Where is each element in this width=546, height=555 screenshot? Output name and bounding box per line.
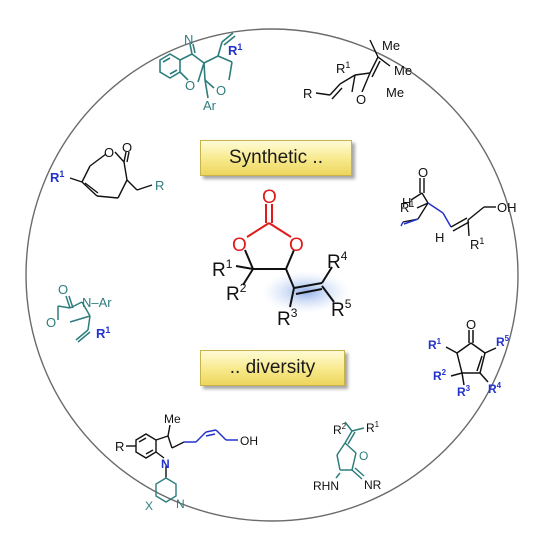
svg-text:R1: R1 bbox=[212, 257, 233, 281]
svg-text:R1: R1 bbox=[428, 337, 442, 352]
svg-text:H: H bbox=[435, 230, 444, 245]
svg-text:N: N bbox=[184, 32, 193, 47]
svg-text:O: O bbox=[185, 78, 195, 93]
svg-text:O: O bbox=[104, 145, 114, 160]
svg-text:O: O bbox=[356, 92, 366, 107]
svg-text:O: O bbox=[359, 449, 368, 463]
central-carbonate: O O O R1 R2 R3 R4 R5 bbox=[212, 187, 352, 330]
svg-text:R4: R4 bbox=[327, 249, 348, 273]
svg-text:H: H bbox=[402, 195, 411, 210]
outer-circle bbox=[25, 28, 519, 522]
svg-text:R2: R2 bbox=[333, 422, 347, 437]
indole bbox=[126, 424, 185, 503]
carbonyl-oxygen: O bbox=[262, 187, 277, 208]
svg-text:R3: R3 bbox=[457, 384, 471, 399]
svg-text:R1: R1 bbox=[470, 236, 484, 252]
svg-text:OH: OH bbox=[497, 200, 517, 215]
svg-text:O: O bbox=[122, 140, 132, 155]
dihydrofuran bbox=[315, 39, 391, 100]
svg-text:Me: Me bbox=[394, 63, 412, 78]
svg-text:R5: R5 bbox=[331, 297, 352, 321]
svg-text:OH: OH bbox=[240, 434, 258, 448]
svg-text:R: R bbox=[115, 439, 124, 454]
svg-text:R1: R1 bbox=[50, 169, 64, 185]
svg-text:R1: R1 bbox=[336, 60, 350, 76]
svg-text:O: O bbox=[46, 315, 56, 330]
svg-text:X: X bbox=[145, 499, 153, 513]
iminofuran bbox=[335, 421, 365, 480]
svg-text:R1: R1 bbox=[366, 420, 380, 435]
label-r1: R bbox=[212, 260, 226, 281]
svg-text:R2: R2 bbox=[433, 368, 447, 383]
svg-text:Me: Me bbox=[386, 85, 404, 100]
svg-text:O: O bbox=[58, 282, 68, 297]
svg-text:O: O bbox=[418, 165, 428, 180]
spiro-benzofuran-labels: N R1 O O Ar bbox=[184, 32, 242, 113]
svg-text:R4: R4 bbox=[488, 381, 502, 396]
banner-diversity: .. diversity bbox=[200, 350, 345, 386]
oxazolidinone bbox=[57, 295, 91, 343]
oxepanone-labels: O O R1 R bbox=[50, 140, 164, 193]
label-r2: R bbox=[226, 284, 240, 305]
svg-text:R1: R1 bbox=[228, 42, 242, 58]
dihydrofuran-labels: Me Me Me R1 R O bbox=[303, 38, 412, 107]
svg-text:Me: Me bbox=[382, 38, 400, 53]
allylic-aldehyde bbox=[400, 178, 429, 227]
oxepanone-lactone bbox=[69, 151, 153, 199]
label-r4: R bbox=[327, 252, 341, 273]
svg-text:N: N bbox=[161, 457, 170, 471]
svg-text:NR: NR bbox=[364, 478, 382, 492]
ring-oxygen-right: O bbox=[289, 235, 304, 256]
svg-text:R5: R5 bbox=[496, 334, 510, 349]
ring-oxygen-left: O bbox=[232, 235, 247, 256]
svg-text:O: O bbox=[466, 317, 476, 332]
svg-text:N: N bbox=[176, 497, 185, 511]
svg-text:Ar: Ar bbox=[203, 98, 217, 113]
svg-text:R1: R1 bbox=[400, 199, 414, 215]
iminofuran-labels: R2 R1 O RHN NR bbox=[313, 420, 382, 493]
label-r5: R bbox=[331, 300, 345, 321]
svg-text:O: O bbox=[216, 83, 226, 98]
allylic-aldehyde-blue bbox=[403, 202, 452, 228]
svg-text:N–Ar: N–Ar bbox=[82, 295, 112, 310]
indole-blue-chain bbox=[184, 429, 238, 443]
svg-text:R3: R3 bbox=[277, 306, 298, 330]
svg-text:R2: R2 bbox=[226, 281, 247, 305]
cyclopentenone-labels: O R1 R5 R2 R3 R4 bbox=[428, 317, 510, 399]
indole-labels: Me R N OH X N bbox=[115, 412, 258, 513]
allylic-aldehyde-labels: O H R1 H R1 OH bbox=[400, 165, 517, 252]
spiro-benzofuran bbox=[159, 32, 236, 99]
label-r3: R bbox=[277, 309, 291, 330]
cyclopentenone bbox=[445, 330, 497, 386]
oxazolidinone-labels: O N–Ar O R1 bbox=[46, 282, 112, 341]
svg-text:R: R bbox=[155, 178, 164, 193]
banner-synthetic: Synthetic .. bbox=[200, 140, 352, 176]
svg-text:R1: R1 bbox=[96, 325, 110, 341]
svg-text:R: R bbox=[303, 86, 312, 101]
svg-text:RHN: RHN bbox=[313, 479, 339, 493]
svg-text:Me: Me bbox=[164, 412, 181, 426]
